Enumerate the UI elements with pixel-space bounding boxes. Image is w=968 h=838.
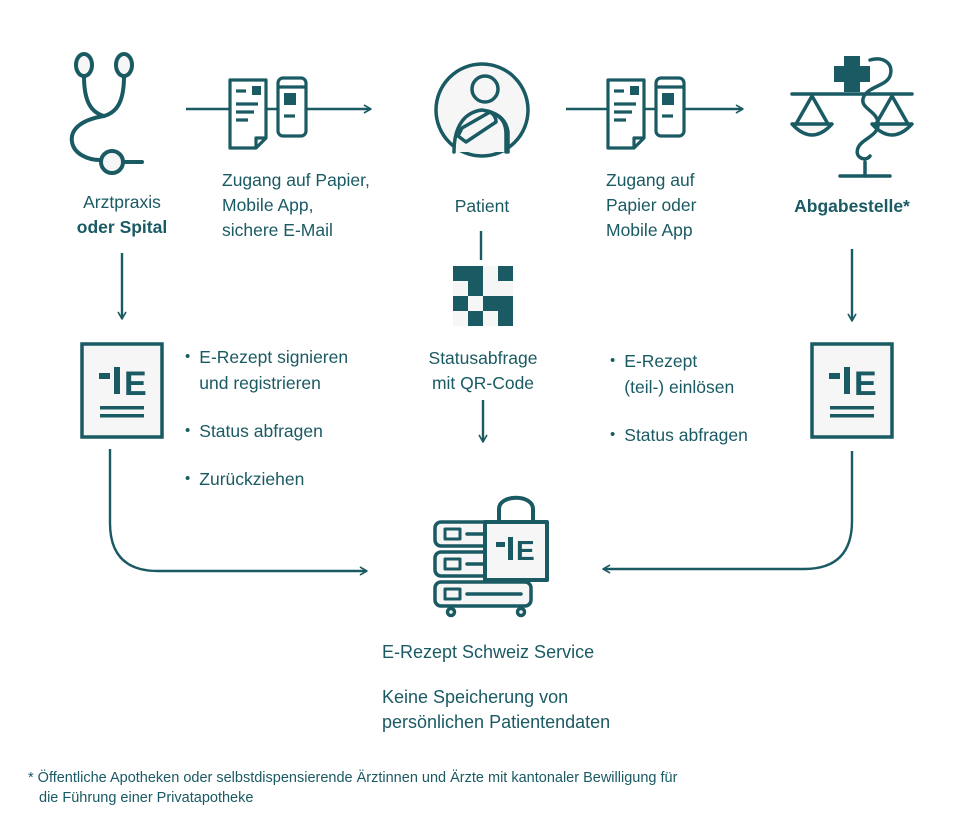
list-item: • Status abfragen xyxy=(610,422,800,448)
paper-and-mobile-icon-left xyxy=(228,76,308,150)
patient-label: Patient xyxy=(432,194,532,219)
action-text: Status abfragen xyxy=(624,425,748,445)
bullet-glyph: • xyxy=(185,470,191,487)
action-text: Zurückziehen xyxy=(199,469,305,489)
arztpraxis-label: Arztpraxis oder Spital xyxy=(42,190,202,240)
service-note-line: persönlichen Patientendaten xyxy=(382,712,611,732)
stethoscope-icon xyxy=(69,52,144,175)
qr-status-label: Statusabfrage mit QR-Code xyxy=(408,346,558,396)
arrow-doctor-doc-to-service xyxy=(108,449,368,576)
e-rezept-document-icon-left: E xyxy=(80,342,164,439)
e-rezept-logo-small: E xyxy=(496,535,535,566)
patient-icon xyxy=(434,62,530,158)
bullet-glyph: • xyxy=(185,422,191,439)
e-rezept-document-icon-right: E xyxy=(810,342,894,439)
arztpraxis-label-line2: oder Spital xyxy=(76,217,168,237)
footnote-line: * Öffentliche Apotheken oder selbstdispe… xyxy=(28,770,678,786)
footnote-line: die Führung einer Privatapotheke xyxy=(39,790,254,806)
dispenser-actions-list: • E-Rezept (teil-) einlösen • Status abf… xyxy=(610,348,800,448)
list-item: • E-Rezept (teil-) einlösen xyxy=(610,348,800,400)
paper-and-mobile-icon-right xyxy=(606,76,686,150)
action-text: Status abfragen xyxy=(199,421,323,441)
lock-body xyxy=(483,520,549,582)
edge-label-line: Mobile App, xyxy=(222,195,314,215)
qr-code-icon xyxy=(453,266,513,326)
bullet-glyph: • xyxy=(610,352,616,369)
pharmacy-scales-icon xyxy=(790,56,914,178)
edge-label-line: Mobile App xyxy=(606,220,693,240)
service-note-line: Keine Speicherung von xyxy=(382,687,569,707)
abgabestelle-label: Abgabestelle* xyxy=(777,194,927,219)
action-text: E-Rezept xyxy=(624,351,698,371)
qr-status-line: Statusabfrage xyxy=(428,348,538,368)
action-text: und registrieren xyxy=(199,373,321,393)
edge-label-line: Zugang auf Papier, xyxy=(222,170,370,190)
edge-label-line: Zugang auf xyxy=(606,170,695,190)
logo-letter: E xyxy=(516,535,535,566)
footnote: * Öffentliche Apotheken oder selbstdispe… xyxy=(28,768,958,808)
doctor-to-patient-edge-label: Zugang auf Papier, Mobile App, sichere E… xyxy=(222,168,392,243)
bullet-glyph: • xyxy=(610,426,616,443)
e-rezept-logo: E xyxy=(829,365,877,403)
action-text: E-Rezept signieren xyxy=(199,347,349,367)
logo-letter: E xyxy=(124,365,147,403)
list-item: • Zurückziehen xyxy=(185,466,385,492)
list-item: • Status abfragen xyxy=(185,418,385,444)
edge-label-line: sichere E-Mail xyxy=(222,220,333,240)
action-text: (teil-) einlösen xyxy=(624,377,735,397)
doctor-actions-list: • E-Rezept signieren und registrieren • … xyxy=(185,344,385,492)
service-title: E-Rezept Schweiz Service xyxy=(382,642,595,662)
edge-label-line: Papier oder xyxy=(606,195,697,215)
server-with-lock-icon: E xyxy=(433,495,549,618)
patient-to-dispenser-edge-label: Zugang auf Papier oder Mobile App xyxy=(606,168,756,243)
bullet-glyph: • xyxy=(185,348,191,365)
qr-status-line: mit QR-Code xyxy=(431,373,535,393)
e-rezept-logo: E xyxy=(99,365,147,403)
arztpraxis-label-line1: Arztpraxis xyxy=(83,192,161,212)
patient-label-text: Patient xyxy=(454,196,510,216)
logo-letter: E xyxy=(854,365,877,403)
abgabestelle-label-text: Abgabestelle* xyxy=(794,196,910,216)
service-description: E-Rezept Schweiz Service Keine Speicheru… xyxy=(382,640,702,735)
list-item: • E-Rezept signieren und registrieren xyxy=(185,344,385,396)
arrow-dispenser-doc-to-service xyxy=(602,451,854,574)
